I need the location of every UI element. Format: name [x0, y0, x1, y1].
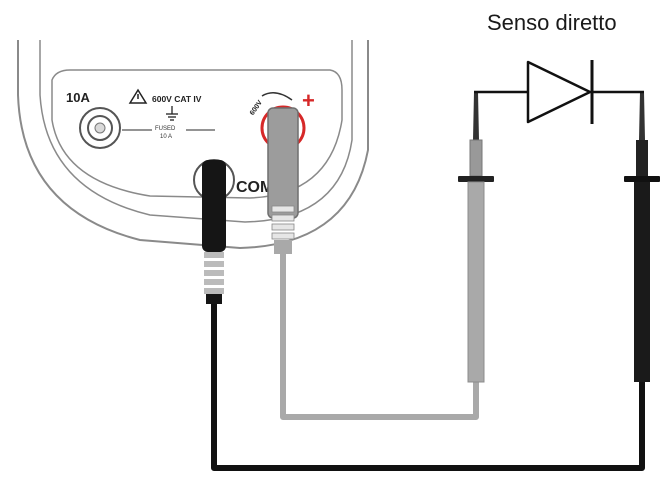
gray-probe: [458, 92, 494, 383]
v-jack-rating: 600V: [249, 99, 264, 117]
fuse-label: FUSED: [155, 126, 176, 132]
warning-triangle-icon: [128, 88, 148, 104]
black-lead-wire: [211, 300, 645, 471]
gray-plug: [267, 107, 299, 254]
multimeter-body: [17, 40, 369, 250]
diagram-caption: Senso diretto: [487, 10, 617, 35]
diode-symbol-icon: [474, 60, 644, 124]
cat-rating-label: 600V CAT IV: [152, 94, 202, 104]
v-jack-marker-curve: [261, 92, 293, 101]
gray-lead-wire: [280, 252, 479, 420]
black-probe: [624, 92, 660, 382]
ground-symbol-icon: [166, 106, 178, 121]
jack-10a-label: 10A: [66, 90, 90, 105]
black-plug: [202, 160, 226, 304]
com-label: COM: [236, 179, 273, 196]
jack-10a: [79, 107, 121, 149]
fuse-rating: 10 A: [160, 134, 172, 140]
plus-sign: +: [302, 88, 315, 113]
